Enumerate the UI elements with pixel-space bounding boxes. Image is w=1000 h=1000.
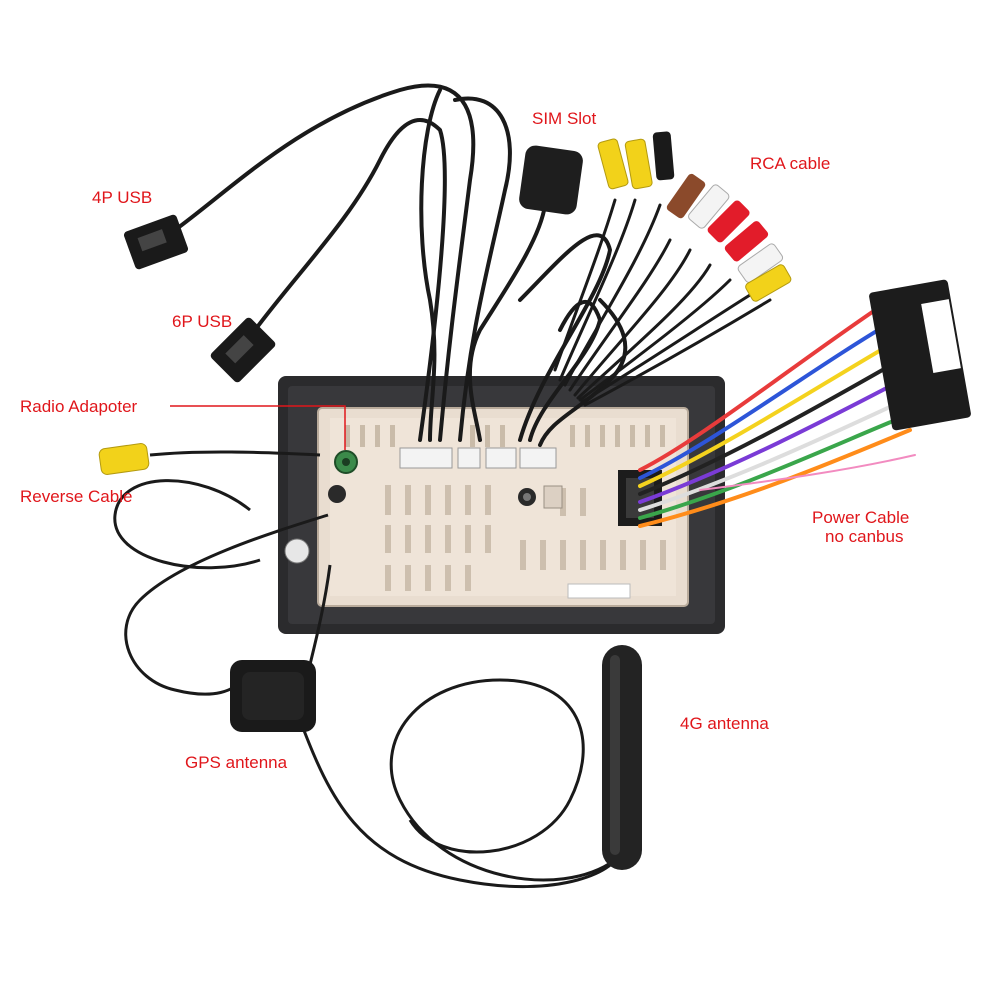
rca-plugs	[597, 131, 792, 302]
head-unit	[278, 376, 725, 634]
sim-slot-module	[519, 145, 583, 215]
usb-6p-plug	[210, 317, 276, 383]
label-4p-usb: 4P USB	[92, 188, 153, 207]
gps-antenna-puck	[230, 660, 316, 732]
power-connector	[869, 279, 971, 431]
radio-adapter-pointer	[170, 405, 346, 450]
reverse-cable	[98, 443, 321, 475]
label-power-cable: Power Cable	[812, 508, 910, 527]
usb-4p-plug	[123, 214, 189, 270]
label-reverse-cable: Reverse Cable	[20, 487, 133, 506]
label-6p-usb: 6P USB	[172, 312, 233, 331]
antenna-4g	[389, 645, 642, 882]
label-no-canbus: no canbus	[825, 527, 904, 546]
label-radio-adapter: Radio Adapoter	[20, 397, 138, 416]
power-harness-wires	[638, 298, 916, 528]
label-rca-cable: RCA cable	[750, 154, 831, 173]
label-4g-antenna: 4G antenna	[680, 714, 769, 733]
label-sim-slot: SIM Slot	[532, 109, 597, 128]
label-gps-antenna: GPS antenna	[185, 753, 288, 772]
